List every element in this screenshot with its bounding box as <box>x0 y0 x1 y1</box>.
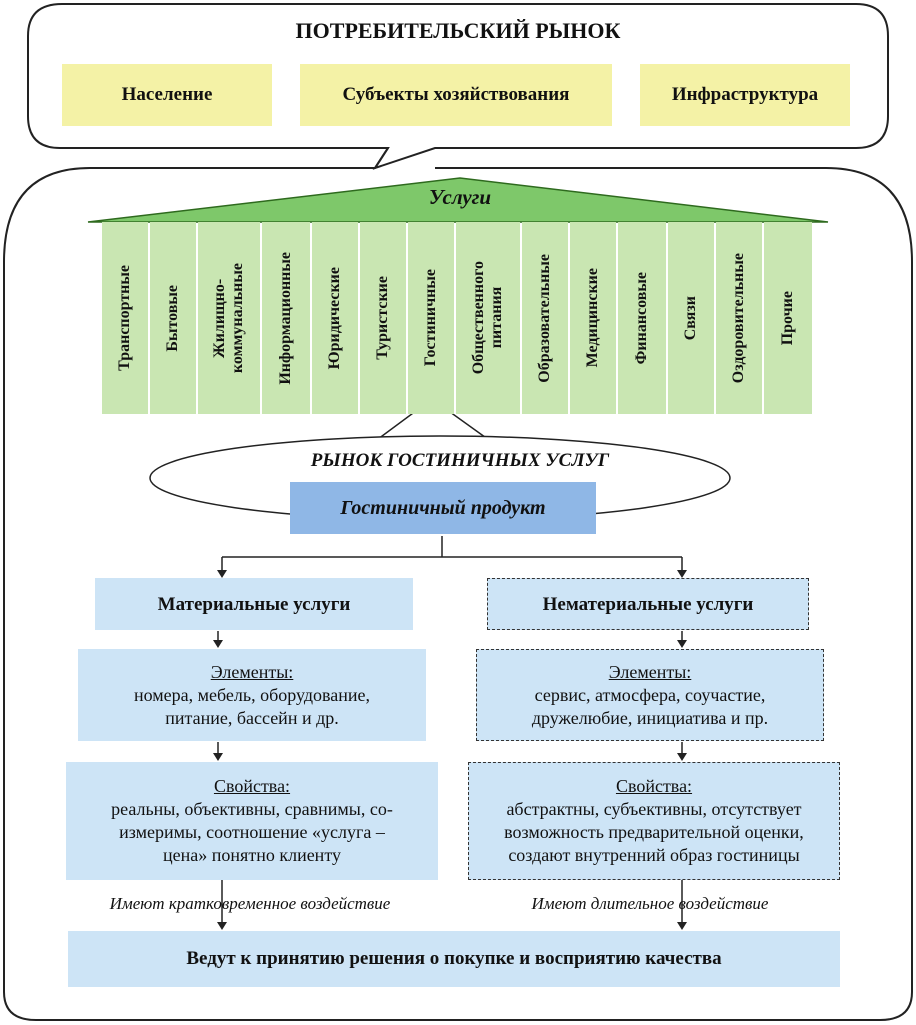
service-label: Гостиничные <box>422 269 439 367</box>
service-label: Транспортные <box>116 265 133 371</box>
infrastructure-box: Инфраструктура <box>640 64 850 126</box>
consumer-market-frame <box>27 3 889 170</box>
immaterial-elements-text: сервис, атмосфера, соучастие, <box>534 684 766 705</box>
immaterial-properties-text: создают внутренний образ гостиницы <box>508 845 800 865</box>
immaterial-elements-box: Элементы: сервис, атмосфера, соучастие, … <box>476 649 824 741</box>
immaterial-services-title: Нематериальные услуги <box>542 593 754 615</box>
material-elements-text: питание, бассейн и др. <box>165 707 339 728</box>
material-services-title: Материальные услуги <box>157 593 351 615</box>
consumer-market-title: ПОТРЕБИТЕЛЬСКИЙ РЫНОК <box>295 18 621 43</box>
service-label: Туристские <box>374 276 391 360</box>
service-column-household: Бытовые <box>150 222 196 414</box>
material-elements-label: Элементы: <box>210 661 294 682</box>
immaterial-properties-text: возможность предварительной оценки, <box>504 822 804 842</box>
material-effect-note: Имеют кратковременное воздействие <box>109 894 391 913</box>
service-column-other: Прочие <box>764 222 812 414</box>
service-column-financial: Финансовые <box>618 222 666 414</box>
immaterial-properties-text: абстрактны, субъективны, отсутствует <box>506 799 802 819</box>
immaterial-elements-text: дружелюбие, инициатива и пр. <box>531 707 769 728</box>
service-column-catering: Общественного питания <box>456 222 520 414</box>
hotel-market-title: РЫНОК ГОСТИНИЧНЫХ УСЛУГ <box>310 450 610 471</box>
service-column-legal: Юридические <box>312 222 358 414</box>
immaterial-properties-box: Свойства: абстрактны, субъективны, отсут… <box>468 762 840 880</box>
service-column-hotel: Гостиничные <box>408 222 454 414</box>
service-column-tourist: Туристские <box>360 222 406 414</box>
hotel-product-box: Гостиничный продукт <box>290 482 596 534</box>
service-label: Информационные <box>277 251 294 385</box>
service-label: питания <box>488 287 505 349</box>
service-label: Юридические <box>326 266 343 370</box>
service-label: Бытовые <box>164 284 181 352</box>
services-title: Услуги <box>428 185 492 209</box>
purchase-decision-box: Ведут к принятию решения о покупке и вос… <box>68 931 840 987</box>
service-column-housing-communal: Жилищно- коммунальные <box>198 222 260 414</box>
service-label: коммунальные <box>229 262 246 374</box>
material-properties-label: Свойства: <box>213 776 291 796</box>
service-label: Медицинские <box>584 268 601 368</box>
service-column-communication: Связи <box>668 222 714 414</box>
service-label: Связи <box>682 295 699 341</box>
immaterial-services-box: Нематериальные услуги <box>487 578 809 630</box>
material-properties-box: Свойства: реальны, объективны, сравнимы,… <box>66 762 438 880</box>
material-elements-box: Элементы: номера, мебель, оборудование, … <box>78 649 426 741</box>
services-frame <box>3 147 913 1021</box>
material-properties-text: цена» понятно клиенту <box>163 845 341 865</box>
material-properties-text: реальны, объективны, сравнимы, со- <box>111 799 393 819</box>
service-column-transport: Транспортные <box>102 222 148 414</box>
service-label: Прочие <box>779 290 796 346</box>
material-properties-text: измеримы, соотношение «услуга – <box>119 822 385 842</box>
service-column-health: Оздоровительные <box>716 222 762 414</box>
business-entities-box: Субъекты хозяйствования <box>300 64 612 126</box>
service-label: Оздоровительные <box>730 252 747 384</box>
immaterial-properties-label: Свойства: <box>615 776 693 796</box>
population-box: Население <box>62 64 272 126</box>
service-column-educational: Образовательные <box>522 222 568 414</box>
immaterial-effect-note: Имеют длительное воздействие <box>531 894 769 913</box>
service-label: Финансовые <box>633 271 650 365</box>
immaterial-elements-label: Элементы: <box>608 661 692 682</box>
service-label: Образовательные <box>536 253 553 383</box>
service-label: Общественного <box>470 261 487 375</box>
material-elements-text: номера, мебель, оборудование, <box>133 684 371 705</box>
service-column-information: Информационные <box>262 222 310 414</box>
service-column-medical: Медицинские <box>570 222 616 414</box>
service-label: Жилищно- <box>211 278 228 358</box>
material-services-box: Материальные услуги <box>95 578 413 630</box>
